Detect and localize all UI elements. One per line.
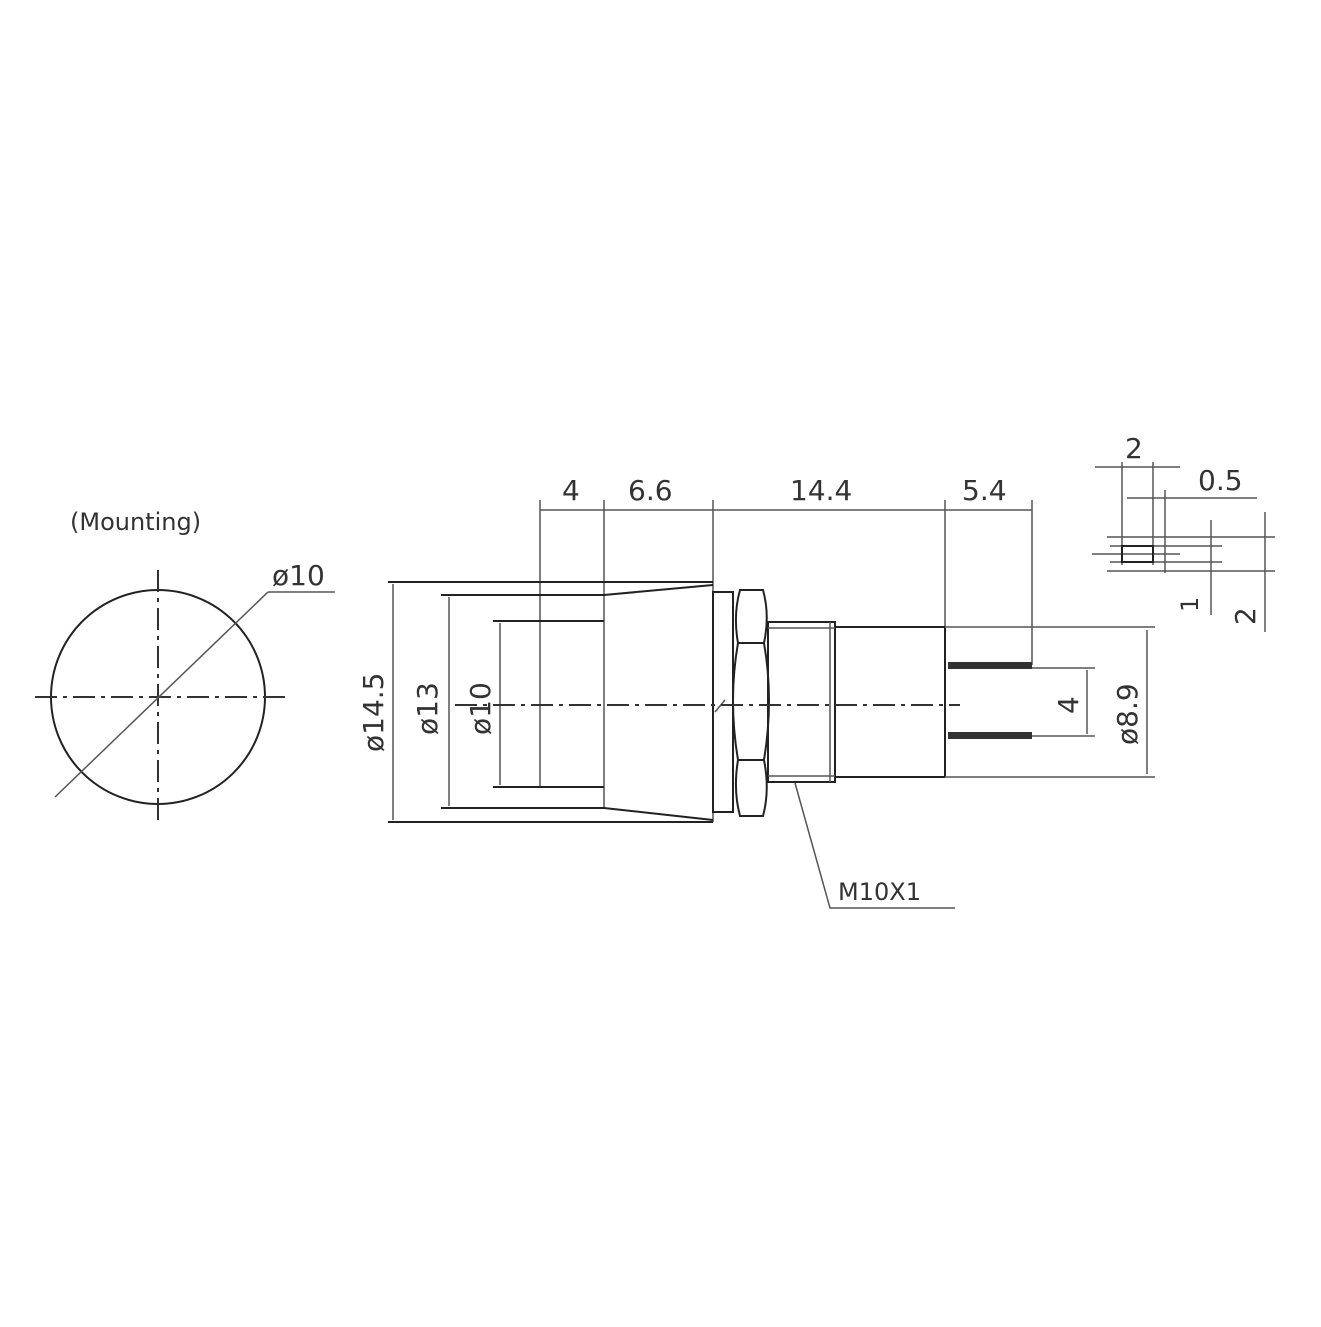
length-2: 6.6 xyxy=(628,474,673,507)
taper-bottom xyxy=(603,807,714,821)
terminal xyxy=(948,732,1032,739)
terminal-section xyxy=(1121,545,1154,563)
length-3: 14.4 xyxy=(790,474,852,507)
diameter-leader xyxy=(54,591,269,798)
mounting-diameter: ø10 xyxy=(272,559,325,592)
nut-middle xyxy=(732,642,770,761)
length-1: 4 xyxy=(562,474,580,507)
cap-diameter: ø10 xyxy=(464,682,497,735)
length-4: 5.4 xyxy=(962,474,1007,507)
detail-width: 2 xyxy=(1125,432,1143,465)
thread-spec: M10X1 xyxy=(838,878,921,906)
rear-diameter: ø8.9 xyxy=(1111,683,1144,745)
terminal xyxy=(948,662,1032,669)
terminal-detail: 2 0.5 1 2 xyxy=(1092,432,1275,632)
thread-leader xyxy=(794,782,955,909)
body-diameter: ø13 xyxy=(411,682,444,735)
nut-top xyxy=(734,589,768,644)
taper-top xyxy=(603,584,714,596)
detail-height: 2 xyxy=(1229,607,1262,625)
detail-thickness: 0.5 xyxy=(1198,464,1243,497)
outer-diameter: ø14.5 xyxy=(357,673,390,752)
thread xyxy=(767,621,836,783)
terminal-pitch: 4 xyxy=(1052,696,1085,714)
side-view: 4 6.6 14.4 5.4 ø14.5 ø13 ø10 xyxy=(357,474,1155,909)
mounting-view: (Mounting) ø10 xyxy=(35,508,335,822)
detail-hole: 1 xyxy=(1176,597,1204,612)
notch xyxy=(714,699,726,713)
mounting-label: (Mounting) xyxy=(70,508,201,536)
nut-bottom xyxy=(734,759,768,817)
